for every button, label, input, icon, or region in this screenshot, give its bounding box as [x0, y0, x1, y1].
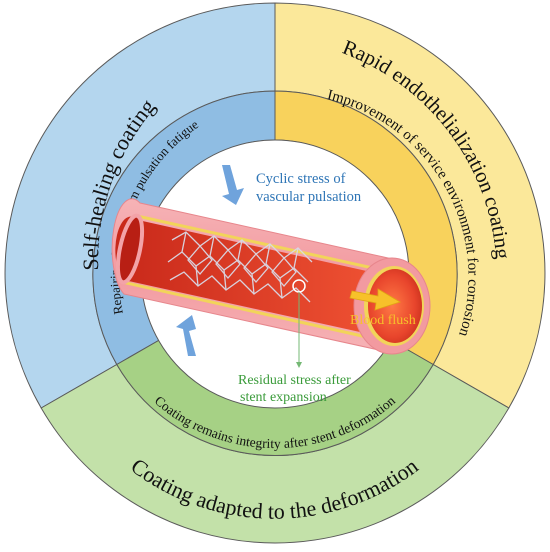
label-cyclic-stress-line2: vascular pulsation [256, 189, 362, 205]
blood-vessel [111, 198, 431, 355]
pulsation-arrow-bottom [176, 315, 196, 356]
label-blood-flush: Blood flush [350, 313, 416, 328]
label-residual-stress-line1: Residual stress after [238, 373, 351, 388]
vessel-lumen [115, 216, 381, 336]
blood-flow-arrow [349, 288, 401, 311]
residual-stress-leader-arrowhead [296, 362, 302, 368]
label-cyclic-stress-line1: Cyclic stress of [256, 171, 346, 187]
vessel-yellow-band-bottom [121, 280, 381, 342]
vessel-yellow-band-top [136, 214, 383, 272]
stent-mesh [167, 231, 313, 303]
label-residual-stress-line2: stent expansion [240, 390, 327, 405]
vessel-left-opening [115, 213, 145, 285]
vessel-right-cross-section-lumen [368, 269, 422, 343]
pulsation-arrow-top [222, 165, 244, 205]
